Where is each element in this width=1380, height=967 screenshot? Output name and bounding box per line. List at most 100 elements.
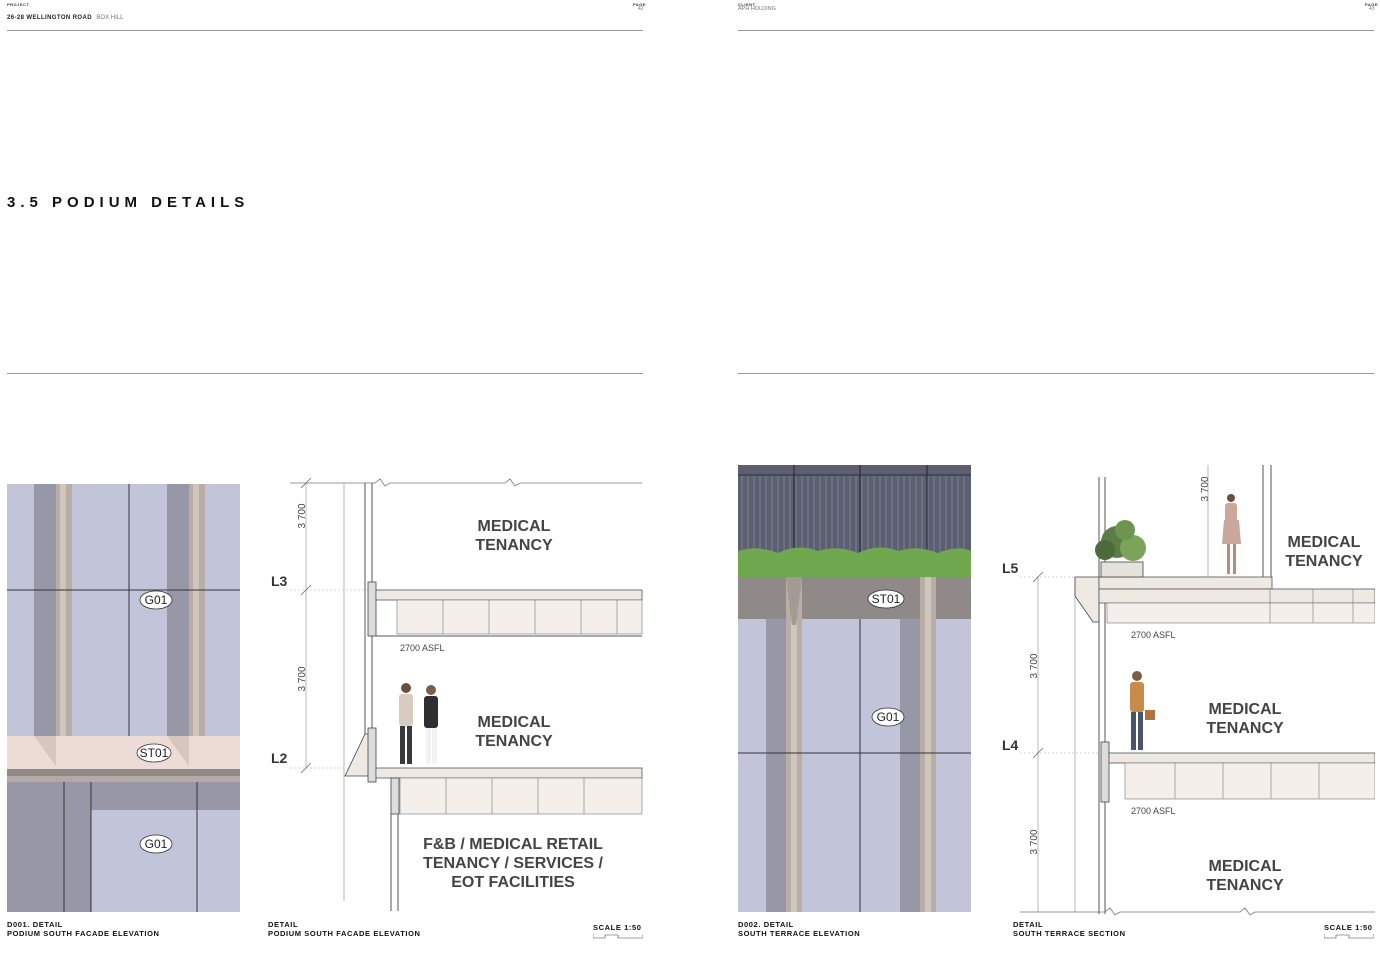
material-tag-text: G01 (145, 837, 168, 851)
person-figure (1130, 671, 1155, 750)
scale-label: SCALE 1:50 (593, 923, 642, 932)
caption-title: D001. DETAIL (7, 920, 63, 929)
break-line (290, 478, 642, 487)
project-header: 26-28 WELLINGTON ROAD BOX HILL (7, 6, 123, 24)
caption-title: D002. DETAIL (738, 920, 794, 929)
spandrel-band (738, 577, 971, 619)
project-label: PROJECT (7, 2, 30, 7)
terrace-edge (1074, 576, 1100, 623)
podium-facade-elevation: G01 ST01 G01 (7, 484, 240, 912)
lower-glass-shadow (7, 782, 91, 912)
section-title: 3.5 PODIUM DETAILS (7, 194, 250, 211)
fin-base (167, 736, 189, 766)
fin-highlight (925, 577, 931, 912)
caption-subtitle: PODIUM SOUTH FACADE ELEVATION (268, 929, 421, 938)
material-tag-text: G01 (145, 593, 168, 607)
dimension-text: 3 700 (297, 666, 308, 691)
tenancy-label: TENANCY (1285, 553, 1363, 570)
caption-title: DETAIL (1013, 920, 1044, 929)
tenancy-label: MEDICAL (478, 714, 551, 731)
material-tag-text: G01 (877, 710, 900, 724)
caption-subtitle: SOUTH TERRACE ELEVATION (738, 929, 861, 938)
slab (375, 767, 643, 779)
glass-shadow (34, 484, 56, 736)
tenancy-label: EOT FACILITIES (451, 874, 575, 891)
slab-edge (367, 581, 377, 637)
material-tag (867, 589, 905, 609)
slab-edge (1100, 741, 1110, 803)
asfl-label: 2700 ASFL (400, 643, 445, 653)
header-rule-right (738, 30, 1374, 31)
fin-highlight (791, 577, 797, 912)
people-figures (399, 683, 438, 764)
level-label: L3 (271, 573, 288, 589)
asfl-label: 2700 ASFL (1131, 806, 1176, 816)
tenancy-label: F&B / MEDICAL RETAIL (423, 836, 603, 853)
soffit-band (7, 776, 240, 782)
project-location: BOX HILL (96, 15, 124, 21)
terrace-section: 3 700 3 700 3 700 L5 L4 2700 ASFL 2700 A… (1002, 465, 1375, 916)
louvre-screen (738, 465, 971, 555)
page-label-left: PAGE (633, 2, 647, 7)
tenancy-label: TENANCY (475, 733, 553, 750)
level-label: L4 (1002, 737, 1019, 753)
fin-highlight (60, 484, 66, 766)
ceiling-panels (396, 599, 643, 635)
terrace-elevation: ST01 G01 (738, 465, 971, 912)
page-label-right: PAGE (1365, 2, 1379, 7)
glass-shadow (167, 484, 189, 736)
material-tag (136, 743, 172, 763)
level-label: L2 (271, 750, 288, 766)
caption-subtitle: PODIUM SOUTH FACADE ELEVATION (7, 929, 160, 938)
tenancy-label: MEDICAL (1288, 534, 1361, 551)
dimension-text: 3 700 (1029, 653, 1040, 678)
tenancy-label: TENANCY (1206, 877, 1284, 894)
scale-label: SCALE 1:50 (1324, 923, 1373, 932)
section-rule-left (7, 373, 643, 374)
slab (1108, 752, 1375, 764)
slab (375, 589, 643, 601)
glass-shadow (900, 619, 920, 912)
planting (738, 547, 971, 577)
ceiling-panels (399, 777, 643, 815)
dimension-text: 3 700 (297, 503, 308, 528)
ceiling-panels (1106, 602, 1375, 624)
client-label: CLIENT (738, 2, 756, 7)
material-tag (871, 707, 905, 727)
tenancy-label: TENANCY / SERVICES / (423, 855, 603, 872)
material-tag (139, 590, 173, 610)
page-number-left: 42 (638, 6, 644, 12)
caption-title: DETAIL (268, 920, 299, 929)
tenancy-label: MEDICAL (1209, 858, 1282, 875)
lower-glass-shadow (91, 782, 240, 810)
tenancy-label: MEDICAL (478, 518, 551, 535)
fin-highlight (193, 484, 199, 766)
fin-base (34, 736, 56, 766)
bulkhead (390, 777, 400, 815)
header-rule-left (7, 30, 643, 31)
planter-box (1100, 561, 1144, 578)
terrace-slab (1098, 576, 1273, 590)
scale-bar (593, 934, 643, 939)
dimension-text: 3 700 (1029, 829, 1040, 854)
glass-shadow (766, 619, 786, 912)
person-figure (1222, 494, 1241, 574)
material-tag-text: ST01 (140, 746, 169, 760)
section-rule-right (738, 373, 1374, 374)
louvre-blades (741, 475, 965, 555)
planter-shrub (1095, 520, 1146, 561)
material-tag (139, 834, 173, 854)
material-tag-text: ST01 (872, 592, 901, 606)
project-name: 26-28 WELLINGTON ROAD (7, 15, 92, 21)
break-line (1020, 907, 1375, 916)
slab-edge-band (7, 769, 240, 776)
slab-edge (367, 727, 377, 783)
tenancy-label: MEDICAL (1209, 701, 1282, 718)
tenancy-label: TENANCY (1206, 720, 1284, 737)
level-label: L5 (1002, 560, 1019, 576)
fin-taper (786, 577, 802, 625)
scale-bar (1324, 934, 1374, 939)
caption-subtitle: SOUTH TERRACE SECTION (1013, 929, 1126, 938)
dim-tick (300, 477, 312, 489)
dimension-text: 3 700 (1200, 476, 1211, 501)
